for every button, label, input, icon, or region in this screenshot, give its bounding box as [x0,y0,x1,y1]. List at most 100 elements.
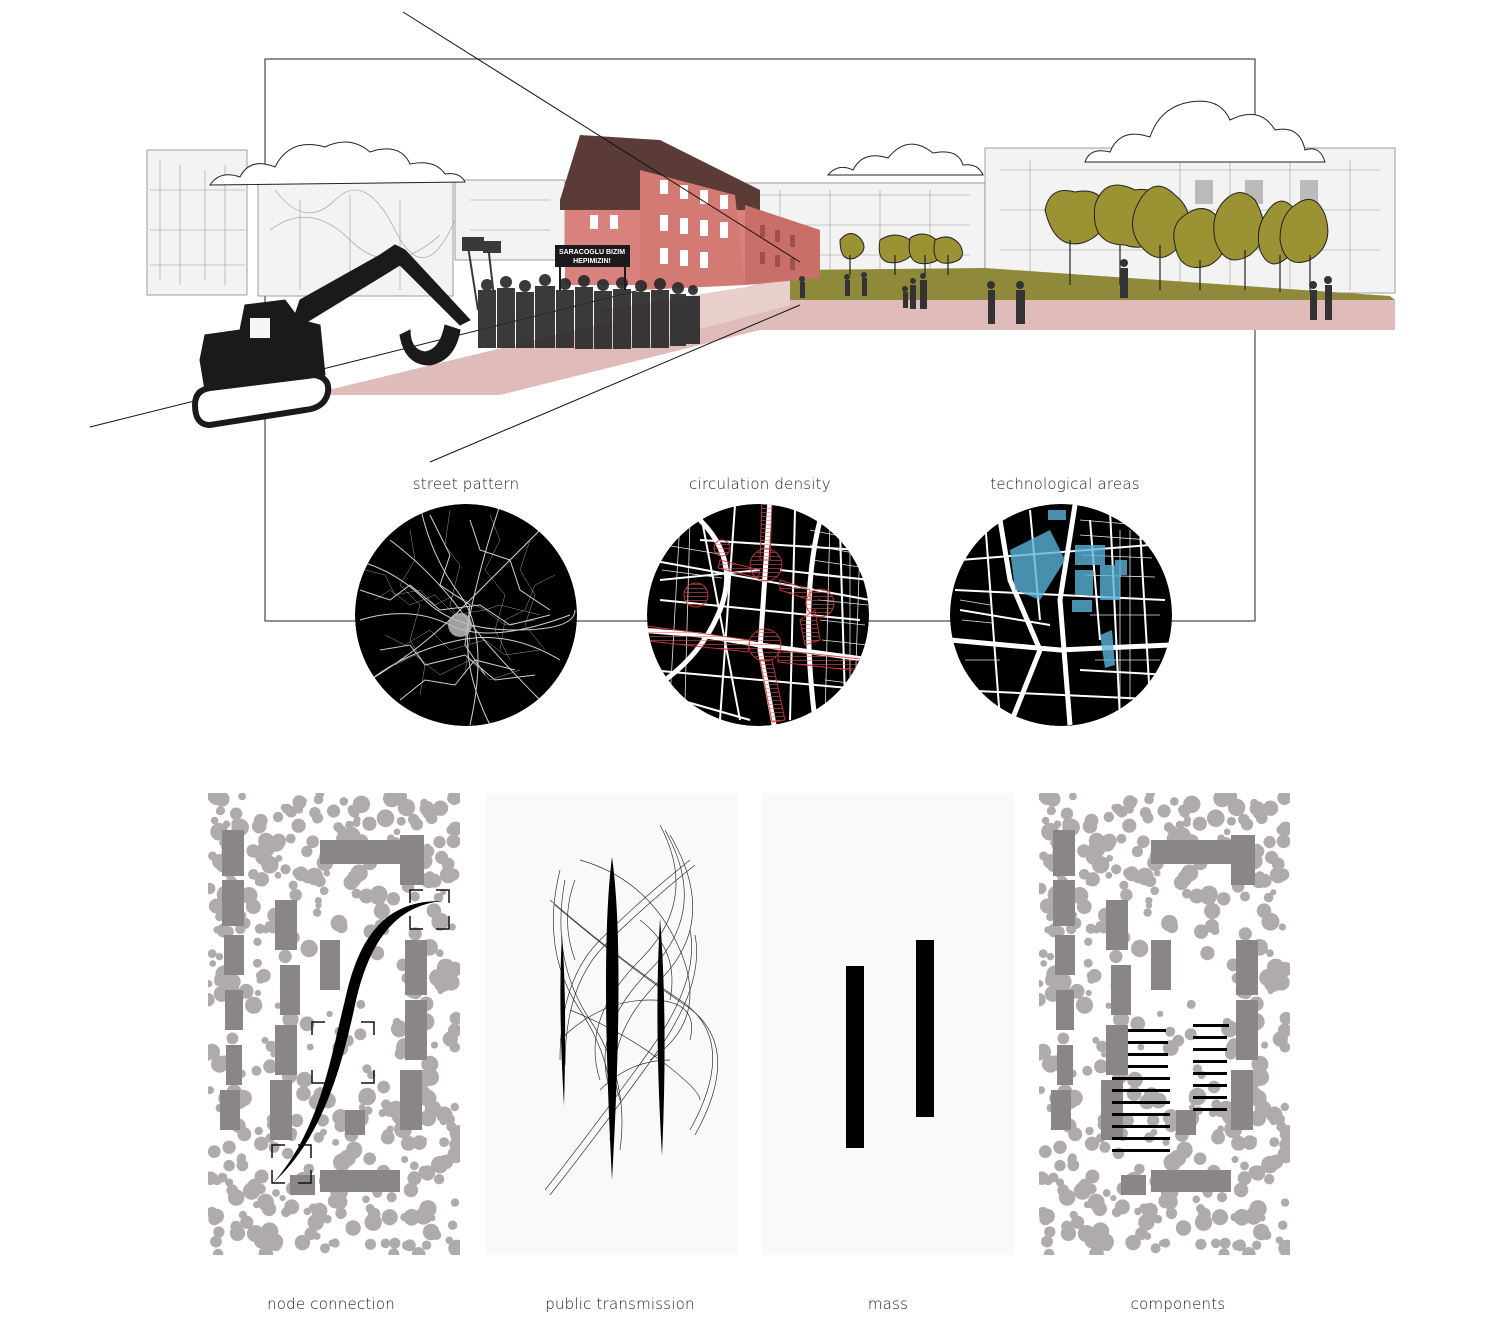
tree-canopy [449,923,456,930]
tree-canopy [280,864,290,874]
tree-canopy [354,1028,366,1040]
tree-canopy [1085,1233,1100,1248]
tree-canopy [1178,870,1193,885]
protest-sign-line1: SARACOGLU BIZIM [559,249,625,256]
tree-canopy [332,1139,339,1146]
label-technological-areas: technological areas [960,475,1170,493]
tree-canopy [402,1241,412,1251]
tree-canopy [223,820,231,828]
tree-canopy [1266,949,1274,957]
tree-canopy [1158,804,1171,817]
tree-canopy [421,1137,427,1143]
tree-canopy [359,1094,370,1105]
tree-canopy [1193,817,1207,831]
tree-canopy [1131,940,1148,957]
tree-canopy [1042,817,1050,825]
tree-canopy [340,797,349,806]
tree-canopy [1279,923,1286,930]
tree-canopy [1130,1016,1145,1031]
tree-canopy [1281,1103,1289,1111]
tree-canopy [300,940,317,957]
street-pattern-map [355,504,577,726]
tree-canopy [389,1238,400,1249]
tree-canopy [1086,990,1092,996]
tree-canopy [1037,1207,1048,1218]
tree-canopy [1232,1241,1242,1251]
tree-canopy [437,988,443,994]
tree-canopy [1084,938,1092,946]
tree-canopy [1261,1156,1278,1173]
tree-canopy [1211,1239,1221,1249]
tree-canopy [208,1145,221,1158]
tree-canopy [377,1081,390,1094]
tree-canopy [1045,978,1053,986]
tree-canopy [381,1239,391,1249]
tree-canopy [1059,1189,1076,1206]
tree-canopy [423,1224,440,1241]
tree-canopy [1071,1216,1084,1229]
tree-canopy [252,1066,262,1076]
tree-canopy [216,953,223,960]
tree-canopy [224,973,241,990]
tree-canopy [1069,793,1077,801]
tree-canopy [326,1011,332,1017]
tree-canopy [1139,1203,1148,1212]
tree-canopy [315,897,322,904]
tree-canopy [1078,1179,1091,1192]
tree-canopy [1110,1195,1116,1201]
tree-canopy [257,969,271,983]
tree-canopy [331,915,348,932]
tree-canopy [436,1107,452,1123]
tree-canopy [1039,1145,1052,1158]
tree-canopy [450,1012,463,1025]
tree-canopy [1151,1093,1167,1109]
technological-areas-map [950,504,1172,726]
tree-canopy [1277,834,1291,848]
tree-canopy [443,1032,458,1047]
tree-canopy [412,1247,425,1260]
tree-canopy [1088,969,1102,983]
tree-canopy [1096,1041,1107,1052]
tree-canopy [209,960,216,967]
tree-canopy [255,849,272,866]
tree-canopy [265,921,274,930]
tree-canopy [1261,1042,1268,1049]
tree-canopy [204,883,215,894]
tree-canopy [1266,1107,1282,1123]
tree-canopy [329,1240,336,1247]
tree-canopy [1159,1240,1166,1247]
tree-canopy [1062,818,1072,828]
tree-canopy [446,1122,456,1132]
tree-canopy [1047,953,1054,960]
tree-canopy [320,887,329,896]
tree-canopy [1207,809,1225,827]
tree-canopy [1127,1086,1142,1101]
tree-canopy [1061,1221,1072,1232]
tree-canopy [1189,1094,1200,1105]
tree-canopy [365,1239,376,1250]
tree-canopy [448,1221,457,1230]
label-public-transmission: public transmission [510,1295,730,1313]
tree-canopy [426,812,438,824]
tree-canopy [1053,1141,1066,1154]
tree-canopy [400,1213,408,1221]
tree-canopy [210,1236,222,1248]
tree-canopy [270,1240,281,1251]
tree-canopy [255,1127,263,1135]
tree-canopy [1273,959,1282,968]
tree-canopy [1136,868,1153,885]
tree-canopy [293,795,307,809]
tree-canopy [1219,1248,1230,1259]
tree-canopy [363,1152,376,1165]
tree-canopy [223,1160,234,1171]
tree-canopy [280,1195,286,1201]
tree-canopy [356,1000,365,1009]
tree-canopy [394,829,401,836]
tree-canopy [1101,1240,1112,1251]
tree-canopy [214,978,222,986]
tree-canopy [397,817,406,826]
tree-canopy [1040,899,1055,914]
tree-canopy [1099,1142,1110,1153]
tree-canopy [393,1018,401,1026]
tree-canopy [309,1203,318,1212]
